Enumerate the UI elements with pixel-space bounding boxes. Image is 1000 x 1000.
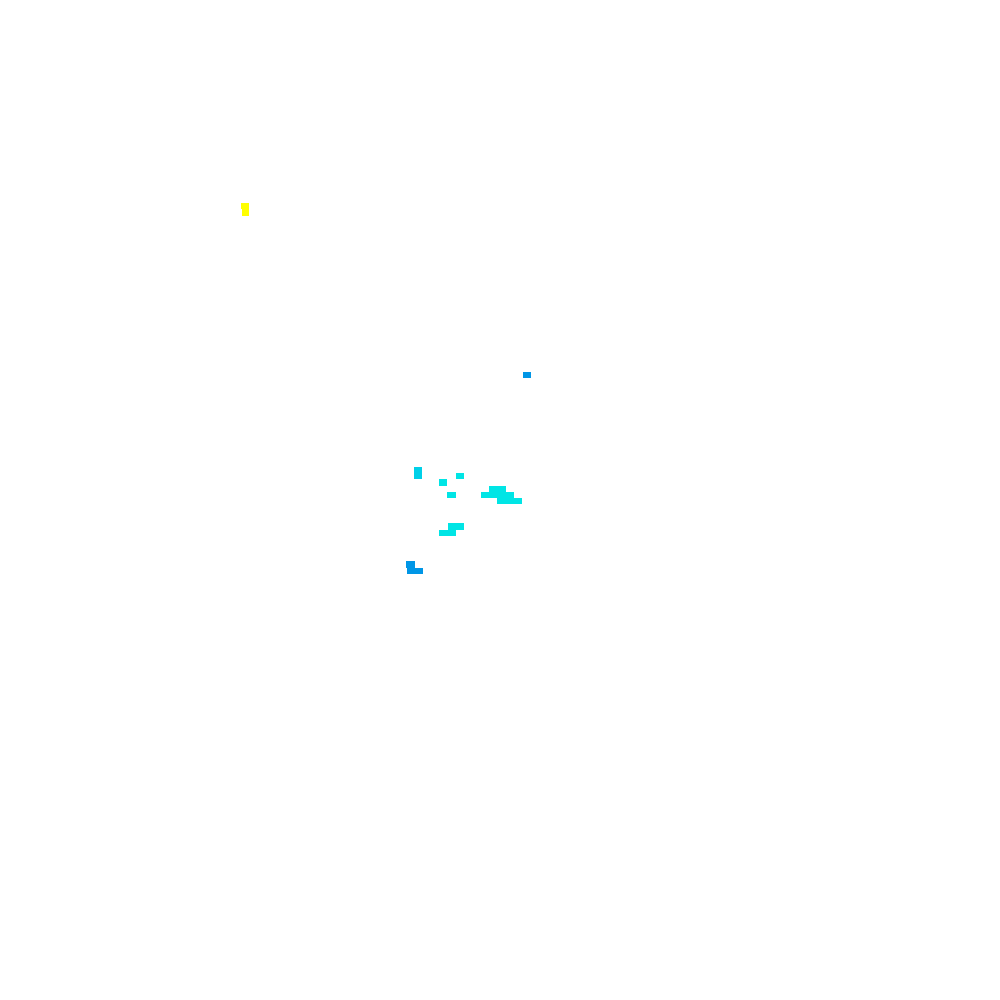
pixel-cyan bbox=[497, 498, 522, 504]
pixel-blue bbox=[407, 568, 423, 574]
pixel-cyan bbox=[448, 523, 464, 530]
pixel-yellow bbox=[241, 203, 249, 209]
pixel-cyan bbox=[414, 467, 422, 479]
pixel-cyan bbox=[456, 473, 464, 479]
pixel-cyan bbox=[447, 492, 456, 498]
pixel-cyan bbox=[489, 486, 506, 492]
pixel-blue bbox=[406, 561, 415, 568]
pixel-blue bbox=[523, 372, 531, 378]
pixel-cyan bbox=[481, 492, 514, 498]
pixel-cyan bbox=[439, 530, 456, 536]
pixel-yellow bbox=[242, 209, 249, 216]
pixel-cyan bbox=[439, 479, 447, 486]
